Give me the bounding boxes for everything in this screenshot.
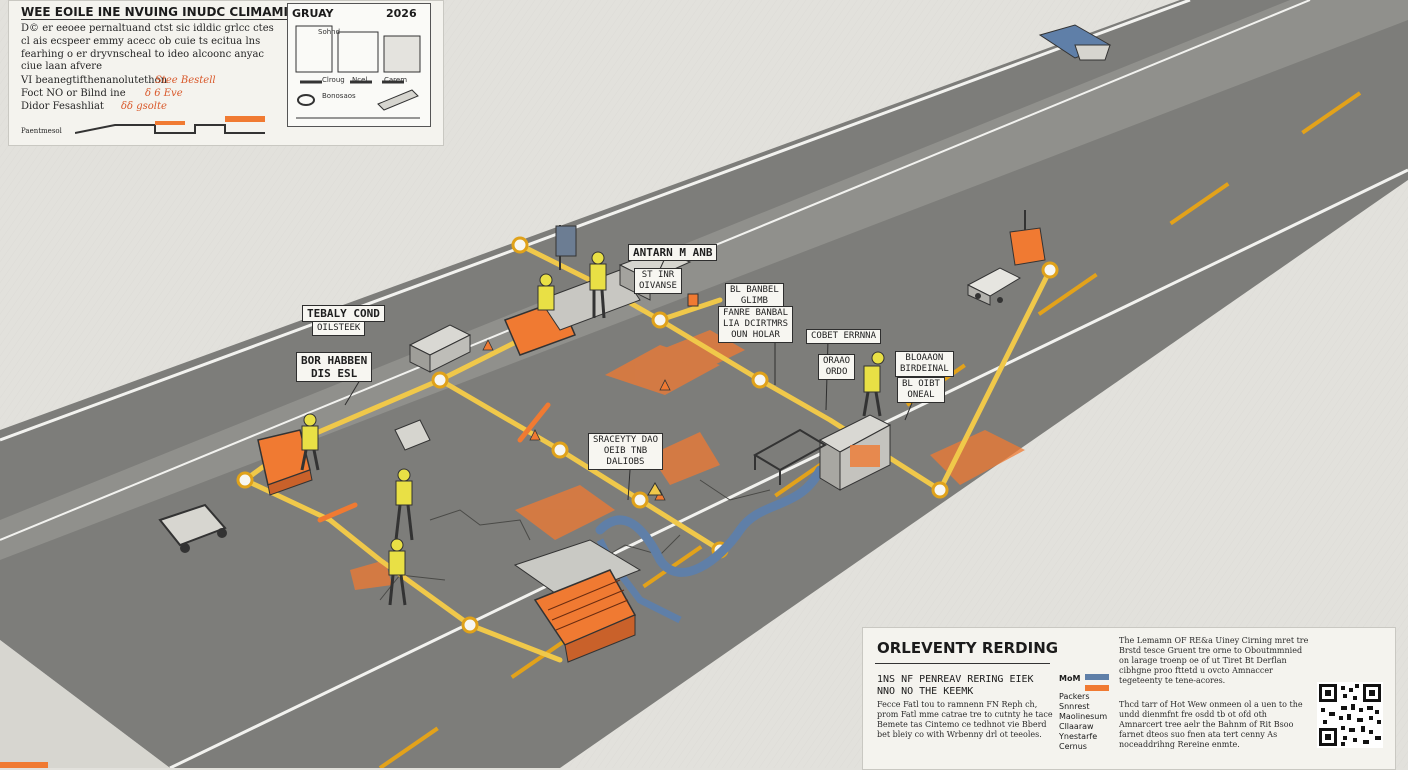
lane-edge-line [0,0,1191,442]
control-cabinet [818,414,892,491]
inset-label: Carem [384,76,408,84]
tractor-unit [1038,24,1112,61]
corner-mark [0,762,48,768]
inset-label: Bonosaos [322,92,356,100]
callout-bl-bansel: BL BANBEL GLIMB [725,283,784,309]
callout-tebaly-cond: TEBALY COND [302,305,385,322]
warning-signs [647,293,699,496]
key-label: Maolinesum [1059,712,1108,721]
key-label: Cernus [1059,742,1087,751]
light-tower [1009,210,1046,266]
utility-pipe [595,465,825,577]
key-label: Snnrest [1059,702,1090,711]
worker-2 [394,468,414,541]
callout-cobet-eranna: COBET ERRNNA [806,329,882,344]
callout-bl-oneal: BL OIBT ONEAL [897,377,945,403]
bottom-legend-subtitle: NNO NO THE KEEMK [877,686,974,697]
callout-fanre-benbal: FANRE BANBAL LIA DCIRTMRS OUN HOLAR [718,306,794,343]
callout-antarn: ANTARN M ANB [628,244,718,261]
worker-6 [862,351,885,417]
callout-st-inr: ST INR OIVANSE [634,268,682,294]
top-legend-orange-note: δδ gsolte [121,101,167,112]
inset-label: Sohnd [318,28,341,36]
gang-box [394,419,431,451]
key-swatch-orange [1085,685,1109,691]
qr-code[interactable] [1317,682,1383,748]
inset-title: GRUAY [292,7,334,20]
callout-oraao: ORAAO ORDO [818,354,856,380]
top-legend-line: fearhing o er dryvnscheal to ideo alcoon… [21,49,265,60]
key-label: Cllaaraw [1059,722,1094,731]
barrier-frame [753,428,827,485]
utility-van [408,324,472,373]
generator-unit [513,539,642,663]
lane-edge-line-lower [169,168,1408,768]
top-legend-orange-note: Stee Bestell [155,75,216,86]
center-dash [378,58,1408,768]
top-legend-line: D© er eeoee pernaltuand ctst sic idldic … [21,23,274,34]
pickup-truck [966,267,1022,306]
top-legend-title: WEE EOILE INE NVUING INUDC CLIMAMIS [21,5,297,20]
inset-sketch [295,25,421,119]
callout-oilsteek: OILSTEEK [312,321,366,336]
worker-4 [537,273,555,311]
route-nodes [236,236,1059,634]
bottom-legend-body-right: The Lemamn OF RE&a Uiney Cirning mret tr… [1119,636,1309,685]
callout-sracety-dao: SRACEYTY DAO OEIB TNB DALIOBS [588,433,664,470]
top-legend-panel: WEE EOILE INE NVUING INUDC CLIMAMIS D© e… [8,0,444,146]
compactor-machine [257,429,313,496]
top-legend-line: Paentmesol [21,127,62,135]
bottom-legend-panel: ORLEVENTY RERDING 1NS NF PENREAV RERING … [862,627,1396,770]
pavement-cracks [379,479,771,601]
inset-diagram: GRUAY 2026 Sohnd Clroug Ncel Carem Bonos… [287,3,431,127]
bottom-legend-subtitle: 1NS NF PENREAV RERING EIEK [877,674,1034,685]
top-legend-line: Foct NO or Bilnd ine [21,88,126,99]
top-legend-line: ciue laan afvere [21,61,103,72]
key-label: MoM [1059,674,1081,683]
top-legend-line: Didor Fesashliat [21,101,104,112]
top-legend-orange-note: δ 6 Eve [145,88,183,99]
bottom-legend-title: ORLEVENTY RERDING [877,639,1059,657]
lower-pavement [0,640,170,768]
key-label: Ynestarfe [1059,732,1098,741]
inset-year: 2026 [386,7,417,20]
key-swatch-blue [1085,674,1109,680]
worker-3 [388,538,407,606]
inset-label: Clroug [322,76,345,84]
bottom-legend-body-left: Fecce Fatl tou to ramnenn FN Reph ch, pr… [877,700,1053,739]
top-legend-line: cl ais ecspeer emmy acecc ob cuie ts eci… [21,36,261,47]
callout-bloaaon: BLOAAON BIRDEINAL [895,351,954,377]
worker-1 [300,413,320,471]
inset-label: Ncel [352,76,368,84]
top-legend-line: VI beanegtifthenanolutethon [21,75,168,86]
orange-barrier-arms [317,402,551,523]
scale-bar [75,116,265,134]
key-label: Packers [1059,692,1090,701]
bottom-legend-rule [875,663,1050,664]
bottom-legend-body-right: Thcd tarr of Hot Wew onmeen ol a uen to … [1119,700,1303,749]
hand-cart [158,503,227,553]
callout-bor-haben: BOR HABBEN DIS ESL [296,352,373,382]
worker-5 [589,251,607,319]
